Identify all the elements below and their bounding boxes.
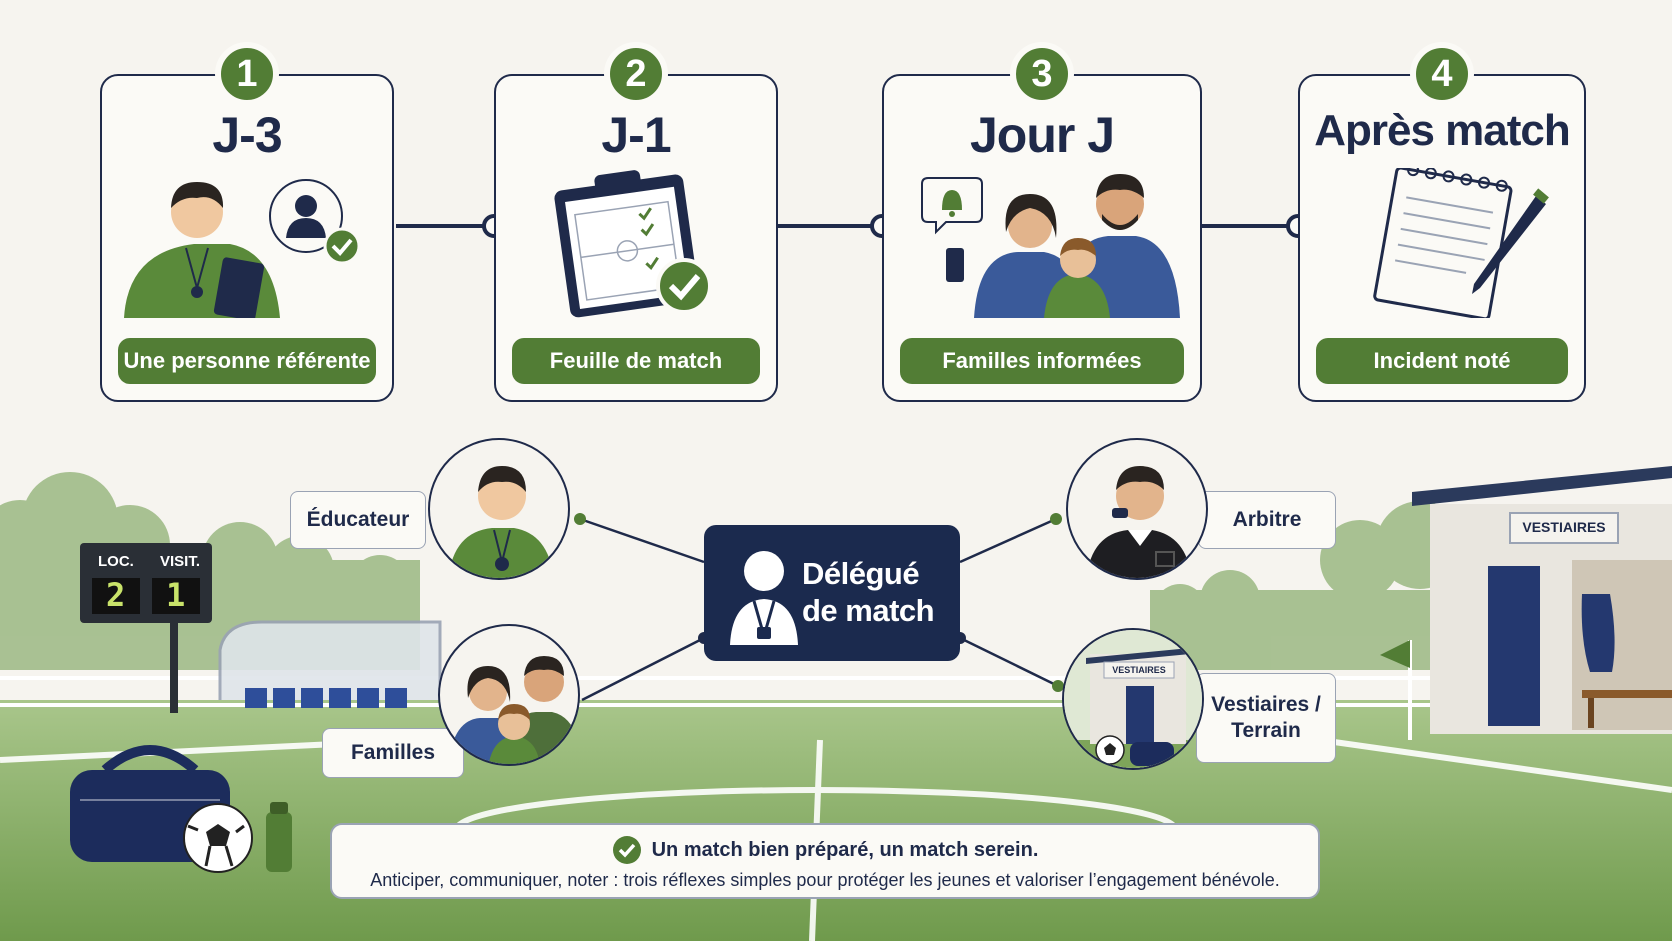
step-card-3: 3 Jour J Familles informées: [882, 42, 1202, 402]
step-badge: 3: [1010, 42, 1074, 106]
person-icon: [730, 551, 798, 645]
summary-box: Un match bien préparé, un match serein. …: [330, 823, 1320, 899]
step-caption: Incident noté: [1316, 338, 1568, 384]
step-title: J-3: [212, 107, 282, 163]
referee-coach-illustration: [124, 179, 361, 318]
step-title: Après match: [1314, 106, 1571, 155]
check-icon: [323, 227, 361, 265]
check-icon: [656, 258, 712, 314]
arbitre-avatar: [1066, 438, 1208, 580]
scoreboard-home-score: 2: [106, 576, 126, 614]
center-node: Délégué de match: [704, 525, 960, 661]
scoreboard: [80, 543, 212, 713]
role-connectors: [579, 517, 1059, 702]
scoreboard-away-label: VISIT.: [160, 553, 201, 570]
locker-building: [1412, 466, 1672, 734]
summary-title: Un match bien préparé, un match serein.: [651, 838, 1039, 861]
step-title: J-1: [601, 107, 671, 163]
step-caption: Une personne référente: [118, 338, 376, 384]
mini-building-sign: VESTIAIRES: [1112, 665, 1166, 675]
step-badge: 1: [215, 42, 279, 106]
role-label-familles: Familles: [322, 728, 464, 778]
step-title: Jour J: [969, 107, 1115, 163]
educateur-avatar: [428, 438, 570, 580]
water-bottle: [266, 802, 292, 872]
grass-field: [0, 700, 1672, 941]
role-label-arbitre: Arbitre: [1198, 491, 1336, 549]
role-label-educateur: Éducateur: [290, 491, 426, 549]
connector-dot: [574, 513, 586, 525]
check-icon: [612, 836, 641, 864]
step-card-2: 2 J-1 F: [494, 42, 778, 402]
scoreboard-home-label: LOC.: [98, 553, 134, 570]
soccer-ball-icon: [183, 803, 253, 873]
notepad-icon: [1373, 168, 1549, 318]
pen-icon: [1472, 188, 1549, 294]
bell-icon: [921, 177, 983, 235]
step-card-4: 4 Après match Incident noté: [1298, 42, 1586, 402]
building-sign: VESTIAIRES: [1522, 519, 1606, 535]
scoreboard-away-score: 1: [166, 576, 186, 614]
step-caption: Feuille de match: [512, 338, 760, 384]
step-badge: 4: [1410, 42, 1474, 106]
corner-flag: [1380, 640, 1412, 740]
person-icon: [269, 179, 343, 253]
role-label-vestiaires: Vestiaires / Terrain: [1196, 673, 1336, 763]
step-card-1: 1 J-3 Une personne référente: [100, 42, 394, 402]
whistle-icon: [1112, 508, 1128, 518]
connector-dot: [1050, 513, 1062, 525]
center-node-label: Délégué de match: [802, 556, 935, 628]
family-illustration: [921, 174, 1180, 318]
familles-avatar: [438, 624, 580, 766]
step-caption: Familles informées: [900, 338, 1184, 384]
summary-text: Anticiper, communiquer, noter : trois ré…: [370, 870, 1280, 890]
dugout: [218, 620, 442, 708]
clipboard-icon: [554, 170, 712, 318]
vestiaires-avatar: VESTIAIRES: [1062, 628, 1204, 770]
connector-dot: [1052, 680, 1064, 692]
step-badge: 2: [604, 42, 668, 106]
